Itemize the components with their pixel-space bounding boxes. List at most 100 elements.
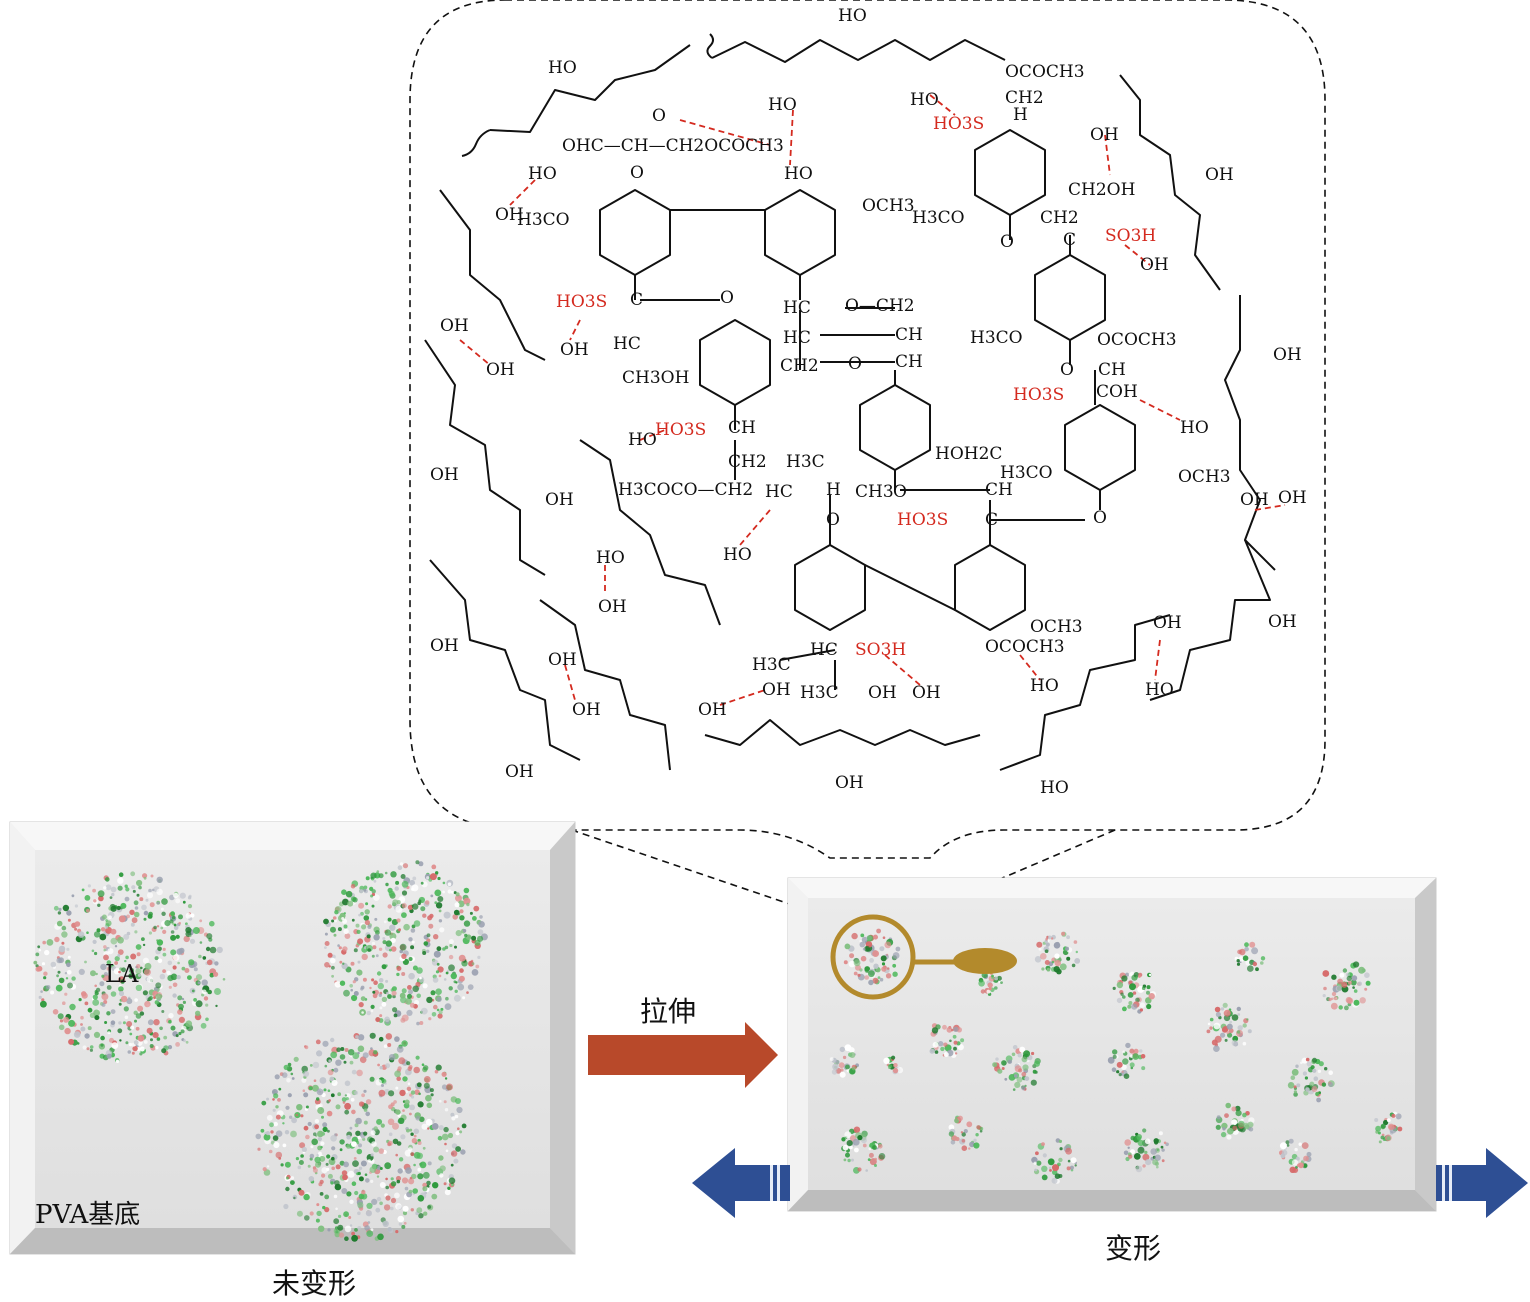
chem-h3c-h2: H3C: [800, 683, 839, 703]
chem-ch-f2: CH: [895, 352, 923, 372]
chem-ho-ul: HO: [548, 58, 577, 78]
chem-oh-r6: OH: [1240, 490, 1269, 510]
chem-oh-l2: OH: [486, 360, 515, 380]
chem-ho-r10: HO: [1145, 680, 1174, 700]
chem-ho3s-a: HO3S: [556, 292, 607, 312]
stretch-label: 拉伸: [640, 990, 696, 1030]
chem-oh-l4: OH: [430, 465, 459, 485]
chem-oh-r8: OH: [1153, 613, 1182, 633]
chem-methoxy-a: H3CO: [517, 210, 570, 230]
chem-ho-ring-b: HO: [784, 164, 813, 184]
chem-oh-m4: OH: [598, 597, 627, 617]
chem-oh-r4: OH: [1273, 345, 1302, 365]
chem-hohc: HOH2C: [935, 444, 1002, 464]
pva-chain-right2: [1225, 295, 1275, 570]
chem-c-a: C: [630, 290, 643, 310]
chem-hc-f1: HC: [783, 298, 811, 318]
chem-methoxy-c: H3CO: [912, 208, 965, 228]
chem-o-d: O: [1060, 360, 1074, 380]
chem-acetyl-top: OCOCH3: [1005, 62, 1085, 82]
chem-oh-r2: OH: [1205, 165, 1234, 185]
chem-ch-d: CH: [1098, 360, 1126, 380]
chem-h-top: H: [1013, 105, 1028, 125]
chem-ho3s-top: HO3S: [933, 114, 984, 134]
chem-ho-r11: HO: [1030, 676, 1059, 696]
undeformed-label: 未变形: [272, 1262, 356, 1302]
chem-h-f: H: [826, 480, 841, 500]
chem-o-a: O: [630, 163, 644, 183]
chem-so3h-c: SO3H: [1105, 226, 1156, 246]
tension-arrow-left: [692, 1148, 790, 1218]
ring-f: [860, 385, 930, 470]
chem-o-g: O: [893, 482, 907, 502]
chem-oh-r7: OH: [1278, 488, 1307, 508]
chem-och2: O—CH2: [845, 296, 915, 316]
pva-matrix-label: PVA基底: [35, 1194, 140, 1231]
chem-oh-l10: OH: [505, 762, 534, 782]
chem-o-h: O: [826, 510, 840, 530]
chem-ho3s-d: HO3S: [1013, 385, 1064, 405]
chem-oh-a: OH: [495, 205, 524, 225]
ring-i: [955, 545, 1025, 630]
chem-oh-h: OH: [762, 680, 791, 700]
chem-o-c: O: [1000, 232, 1014, 252]
chem-ch3oh: CH3OH: [622, 368, 689, 388]
pva-chain-left5: [540, 600, 670, 770]
ring-d: [1035, 255, 1105, 340]
ring-h: [795, 545, 865, 630]
chem-methoxy-g2: OCH3: [1178, 467, 1231, 487]
chem-o-ul: O: [652, 106, 666, 126]
chem-ch2oh-c: CH2OH: [1068, 180, 1135, 200]
chem-ohc-chain: OHC—CH—CH2OCOCH3: [562, 136, 784, 156]
chem-oh-l9: OH: [698, 700, 727, 720]
chem-ho-left: HO: [528, 164, 557, 184]
chem-ho-m3: HO: [596, 548, 625, 568]
chem-coh-d: COH: [1096, 382, 1138, 402]
chem-methoxy-g: H3CO: [1000, 463, 1053, 483]
chem-oh-bottom: OH: [835, 773, 864, 793]
chem-o-g2: O: [1093, 508, 1107, 528]
chem-ho-m2: HO: [723, 545, 752, 565]
chem-h3ccoco: H3COCO—CH2: [618, 480, 753, 500]
chem-c-c: C: [1063, 230, 1076, 250]
pva-chain-top: [712, 40, 1005, 62]
chem-oh-r1: OH: [1090, 125, 1119, 145]
ring-g: [1065, 405, 1135, 490]
pva-chain-left2: [425, 340, 545, 575]
chem-ho3s-e: HO3S: [655, 420, 706, 440]
pva-chain-bottom: [705, 720, 980, 745]
chem-c-g: C: [985, 510, 998, 530]
chem-och3-i: OCH3: [1030, 617, 1083, 637]
chem-ho-m1: HO: [628, 430, 657, 450]
chem-ho-3: HO: [910, 90, 939, 110]
chem-h2c-f: CH2: [780, 356, 819, 376]
chem-o-e: O: [720, 288, 734, 308]
chem-ho-r5: HO: [1180, 418, 1209, 438]
ring-a: [600, 190, 670, 275]
chem-oh-l5: OH: [545, 490, 574, 510]
chem-hc-f2: HC: [783, 328, 811, 348]
pva-end-wave-top: [707, 34, 713, 58]
chem-ch-e: CH: [728, 418, 756, 438]
chem-ho-bottom-r: HO: [1040, 778, 1069, 798]
pva-end-wave-ul: [462, 130, 490, 156]
chem-ho-top: HO: [838, 6, 867, 26]
chem-oh-l7: OH: [548, 650, 577, 670]
chem-acetyl-d: OCOCH3: [1097, 330, 1177, 350]
chem-methoxy-d: H3CO: [970, 328, 1023, 348]
ring-e: [700, 320, 770, 405]
chem-so3h-h: SO3H: [855, 640, 906, 660]
chem-oh-l1: OH: [440, 316, 469, 336]
ring-b: [765, 190, 835, 275]
chem-acetyl-i: OCOCH3: [985, 637, 1065, 657]
chem-oh-l8: OH: [572, 700, 601, 720]
chem-ho-2: HO: [768, 95, 797, 115]
chem-oh-r9: OH: [1268, 612, 1297, 632]
chem-ch-g: CH: [985, 480, 1013, 500]
chem-oh-r3: OH: [1140, 255, 1169, 275]
chem-ho3s-g: HO3S: [897, 510, 948, 530]
chem-ch2-c: CH2: [1040, 208, 1079, 228]
chem-oh-h2: OH: [868, 683, 897, 703]
ring-c: [975, 130, 1045, 215]
